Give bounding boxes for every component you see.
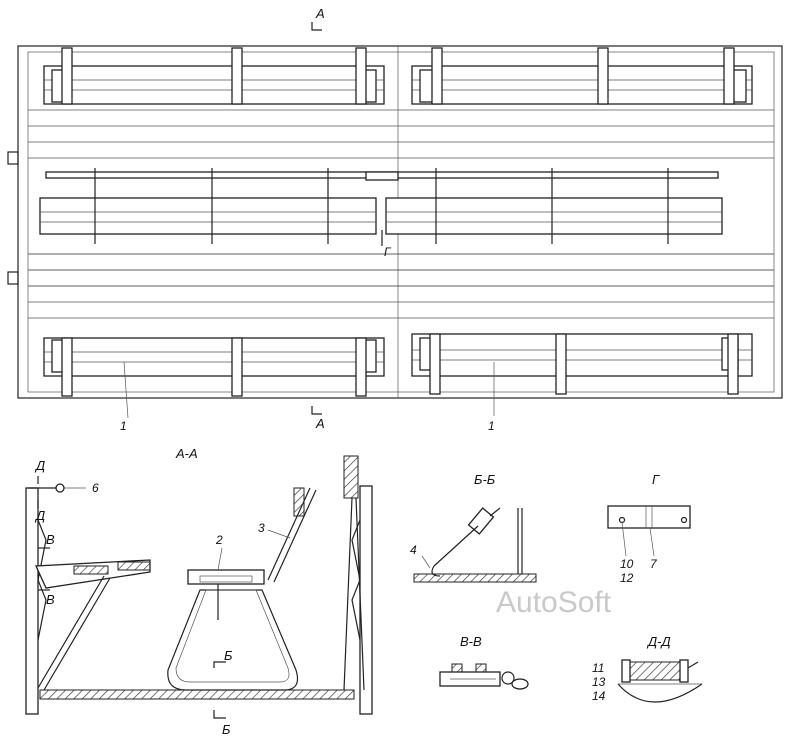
callout-seat: 2 bbox=[215, 533, 223, 547]
folded-leg bbox=[343, 497, 353, 691]
rail-joint bbox=[365, 171, 399, 181]
section-dd: Д-Д 11 13 14 bbox=[592, 634, 703, 703]
section-mark-g: Г bbox=[384, 245, 392, 259]
view-title-dd: Д-Д bbox=[646, 634, 671, 649]
backrest-cushion bbox=[293, 487, 305, 517]
section-mark-b-top: Б bbox=[224, 648, 233, 663]
right-wall-profile bbox=[351, 519, 361, 641]
vv-block-b bbox=[475, 663, 487, 673]
folded-leg-b bbox=[355, 497, 365, 691]
floor-inner-outline bbox=[27, 51, 775, 393]
side-tab-upper bbox=[7, 151, 19, 165]
leader-bench-left bbox=[123, 361, 129, 419]
floor-outline bbox=[17, 45, 783, 399]
bench-middle-right bbox=[385, 168, 723, 244]
leader-g-b bbox=[649, 527, 655, 557]
callout-detail-g-a: 10 bbox=[620, 557, 634, 571]
center-seat bbox=[187, 569, 265, 585]
leader-seat bbox=[217, 547, 223, 571]
seat-frame bbox=[167, 589, 299, 691]
section-mark-d-bottom: Д bbox=[34, 508, 45, 523]
bb-floor bbox=[413, 573, 537, 583]
leader-g-a bbox=[621, 521, 627, 557]
callout-hook: 4 bbox=[410, 543, 417, 557]
section-mark-v-top: В bbox=[46, 532, 55, 547]
callout-pin: 6 bbox=[92, 481, 99, 495]
callout-detail-g-c: 12 bbox=[620, 571, 634, 585]
dd-base bbox=[617, 683, 703, 703]
bb-buckle bbox=[467, 507, 495, 535]
section-mark-b-bottom: Б bbox=[222, 722, 231, 737]
detail-g: Г 10 7 12 bbox=[607, 472, 691, 585]
bb-hook bbox=[431, 565, 441, 577]
dd-end-left bbox=[621, 659, 631, 683]
floor-section bbox=[39, 689, 355, 700]
vv-ring bbox=[501, 671, 515, 685]
callout-detail-g-b: 7 bbox=[650, 557, 658, 571]
view-title-aa: А-А bbox=[175, 446, 198, 461]
side-tab-lower bbox=[7, 271, 19, 285]
left-cushion-b bbox=[117, 561, 151, 571]
bench-top-left bbox=[43, 47, 385, 105]
callout-detail-d-b: 13 bbox=[592, 675, 606, 689]
callout-detail-d-a: 11 bbox=[592, 661, 604, 675]
cut-mark-b-bottom bbox=[213, 710, 226, 719]
bench-top-right bbox=[411, 47, 753, 105]
callout-detail-d-c: 14 bbox=[592, 689, 606, 703]
view-title-g: Г bbox=[652, 472, 660, 487]
dd-end-right bbox=[679, 659, 689, 683]
callout-backrest: 3 bbox=[258, 521, 265, 535]
section-mark-top: А bbox=[315, 6, 325, 21]
cut-mark-top bbox=[311, 22, 322, 31]
right-wall-post bbox=[359, 485, 373, 715]
left-cushion-a bbox=[73, 565, 109, 575]
g-hole-right bbox=[680, 516, 688, 524]
bench-bottom-right bbox=[411, 333, 753, 395]
leader-hook bbox=[421, 555, 431, 569]
section-aa: А-А 6 Д Д В В bbox=[25, 446, 373, 737]
left-bench-strut bbox=[43, 577, 111, 691]
bb-strap bbox=[433, 525, 479, 567]
cut-mark-bottom bbox=[311, 406, 322, 415]
pin-head bbox=[55, 483, 65, 493]
callout-bench-left: 1 bbox=[120, 419, 127, 433]
vv-block-a bbox=[451, 663, 463, 673]
view-title-bb: Б-Б bbox=[474, 472, 496, 487]
section-mark-d-top: Д bbox=[34, 458, 45, 473]
dd-cushion bbox=[627, 661, 681, 681]
bench-bottom-left bbox=[43, 337, 385, 397]
section-mark-v-bottom: В bbox=[46, 592, 55, 607]
center-seat-inner bbox=[199, 575, 253, 583]
bench-middle-left bbox=[39, 168, 377, 244]
folded-cushion bbox=[343, 455, 359, 499]
view-title-vv: В-В bbox=[460, 634, 482, 649]
watermark: AutoSoft bbox=[496, 586, 612, 619]
seat-frame-inner bbox=[175, 589, 290, 683]
leader-backrest bbox=[267, 529, 291, 539]
cut-mark-b-top bbox=[213, 661, 226, 668]
bb-strap-end bbox=[489, 507, 501, 517]
g-plate bbox=[607, 505, 691, 529]
section-mark-bottom: А bbox=[315, 416, 325, 431]
left-bench-strut-b bbox=[37, 575, 105, 689]
section-vv: В-В bbox=[439, 634, 529, 690]
vv-tag bbox=[511, 678, 529, 690]
section-bb: Б-Б 4 bbox=[410, 472, 537, 583]
callout-bench-right: 1 bbox=[488, 419, 495, 433]
floor-planks bbox=[28, 109, 774, 319]
left-wall-profile bbox=[37, 519, 47, 641]
dd-stub bbox=[687, 661, 699, 669]
backrest-frame-b bbox=[273, 489, 317, 583]
plan-view: А А Г 1 1 bbox=[7, 6, 783, 433]
